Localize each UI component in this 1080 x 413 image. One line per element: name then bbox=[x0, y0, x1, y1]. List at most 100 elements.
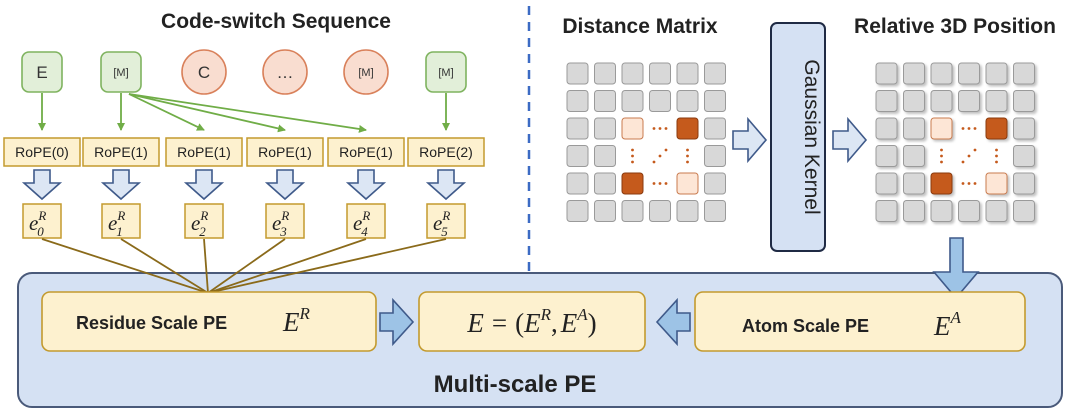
rope-label-0: RoPE(0) bbox=[15, 144, 69, 160]
relative-cell-0-5 bbox=[1013, 62, 1035, 85]
distance-cell-4-5 bbox=[704, 172, 726, 195]
token-label-5: [M] bbox=[438, 67, 453, 79]
relative-dot-diag-2 bbox=[973, 148, 977, 152]
rope-down-arrow-4 bbox=[345, 169, 387, 201]
atom-scale-symbol: EA bbox=[933, 308, 962, 341]
gaussian-kernel-label: Gaussian Kernel bbox=[800, 59, 823, 214]
rope-link-2 bbox=[128, 93, 205, 131]
token-row: E[M]C…[M][M] bbox=[21, 49, 467, 95]
distance-dot-v-4-2 bbox=[686, 160, 689, 164]
relative-dot-h-4-2 bbox=[973, 182, 977, 185]
distance-cell-1-0 bbox=[566, 90, 589, 112]
atom-to-equation-arrow bbox=[655, 297, 691, 347]
relative-cell-3-1 bbox=[903, 145, 925, 167]
token-circle-3 bbox=[262, 49, 308, 95]
distance-cell-4-2 bbox=[621, 172, 644, 195]
relative-position-grid bbox=[875, 62, 1035, 222]
converge-line-4 bbox=[207, 238, 367, 294]
atom-scale-label: Atom Scale PE bbox=[742, 316, 869, 336]
gaussian-kernel-box bbox=[770, 22, 826, 252]
relative-cell-0-3 bbox=[958, 62, 980, 85]
relative-dot-h-2-0 bbox=[961, 127, 965, 130]
distance-cell-4-4 bbox=[676, 172, 699, 195]
distance-cell-0-0 bbox=[566, 62, 589, 85]
rope-box-1 bbox=[82, 137, 160, 167]
rope-box-4 bbox=[327, 137, 405, 167]
relative-dot-v-2-0 bbox=[940, 148, 943, 152]
distance-cell-1-4 bbox=[676, 90, 699, 112]
distance-cell-4-0 bbox=[566, 172, 589, 195]
distance-dot-diag-2 bbox=[664, 148, 668, 152]
relative-cell-0-1 bbox=[903, 62, 925, 85]
relative-3d-title: Relative 3D Position bbox=[854, 15, 1056, 38]
embedding-converge-lines bbox=[41, 238, 447, 294]
converge-line-0 bbox=[41, 238, 209, 294]
token-label-3: … bbox=[277, 63, 294, 82]
distance-cell-3-0 bbox=[566, 145, 589, 167]
distance-cell-2-5 bbox=[704, 117, 726, 140]
relative-cell-5-4 bbox=[985, 200, 1008, 222]
multiscale-title: Multi-scale PE bbox=[434, 371, 597, 398]
distance-matrix-grid bbox=[566, 62, 726, 222]
distance-dot-v-2-1 bbox=[631, 154, 634, 158]
relative-cell-4-4 bbox=[985, 172, 1008, 195]
relative-cell-0-4 bbox=[985, 62, 1008, 85]
code-switch-title: Code-switch Sequence bbox=[161, 10, 391, 33]
distance-cell-5-2 bbox=[621, 200, 644, 222]
distance-cell-5-5 bbox=[704, 200, 726, 222]
relative-cell-1-5 bbox=[1013, 90, 1035, 112]
distance-cell-5-1 bbox=[594, 200, 616, 222]
rope-box-3 bbox=[246, 137, 324, 167]
rope-label-2: RoPE(1) bbox=[177, 144, 231, 160]
distance-cell-0-4 bbox=[676, 62, 699, 85]
relative-cell-2-4 bbox=[985, 117, 1008, 140]
equation-text: E=(ER,EA) bbox=[466, 305, 596, 338]
embedding-box-1 bbox=[101, 203, 141, 239]
token-label-4: [M] bbox=[358, 67, 373, 79]
distance-dot-h-4-1 bbox=[658, 182, 662, 185]
rope-label-3: RoPE(1) bbox=[258, 144, 312, 160]
rope-link-4 bbox=[128, 93, 367, 133]
relative-cell-2-1 bbox=[903, 117, 925, 140]
relative-cell-5-5 bbox=[1013, 200, 1035, 222]
atom-scale-box bbox=[694, 291, 1026, 352]
residue-scale-symbol: ER bbox=[282, 304, 311, 337]
relative-dot-diag-1 bbox=[967, 154, 971, 158]
rope-box-5 bbox=[407, 137, 485, 167]
relative-cell-4-1 bbox=[903, 172, 925, 195]
residue-to-equation-arrow bbox=[379, 297, 415, 347]
embedding-box-5 bbox=[426, 203, 466, 239]
distance-dot-h-2-2 bbox=[664, 127, 668, 130]
rope-label-5: RoPE(2) bbox=[419, 144, 473, 160]
embedding-box-4 bbox=[346, 203, 386, 239]
kernel-to-position-arrow bbox=[832, 116, 868, 164]
distance-cell-0-5 bbox=[704, 62, 726, 85]
relative-cell-5-1 bbox=[903, 200, 925, 222]
rope-box-2 bbox=[165, 137, 243, 167]
residue-scale-box bbox=[41, 291, 377, 352]
relative-dot-diag-0 bbox=[961, 160, 965, 164]
distance-dot-v-2-2 bbox=[631, 160, 634, 164]
relative-cell-2-5 bbox=[1013, 117, 1035, 140]
rope-down-arrow-1 bbox=[100, 169, 142, 201]
distance-dot-v-4-1 bbox=[686, 154, 689, 158]
distance-cell-0-1 bbox=[594, 62, 616, 85]
relative-dot-v-2-1 bbox=[940, 154, 943, 158]
distance-matrix-title: Distance Matrix bbox=[562, 15, 718, 38]
rope-down-arrow-2 bbox=[183, 169, 225, 201]
distance-cell-1-3 bbox=[649, 90, 671, 112]
token-label-0: E bbox=[36, 63, 47, 82]
relative-cell-1-1 bbox=[903, 90, 925, 112]
matrix-to-kernel-arrow bbox=[732, 116, 768, 164]
distance-cell-5-0 bbox=[566, 200, 589, 222]
converge-line-2 bbox=[203, 238, 209, 294]
token-box-1 bbox=[100, 51, 142, 93]
distance-cell-1-5 bbox=[704, 90, 726, 112]
relative-cell-5-2 bbox=[930, 200, 953, 222]
relative-dot-v-2-2 bbox=[940, 160, 943, 164]
distance-cell-2-4 bbox=[676, 117, 699, 140]
rope-label-4: RoPE(1) bbox=[339, 144, 393, 160]
